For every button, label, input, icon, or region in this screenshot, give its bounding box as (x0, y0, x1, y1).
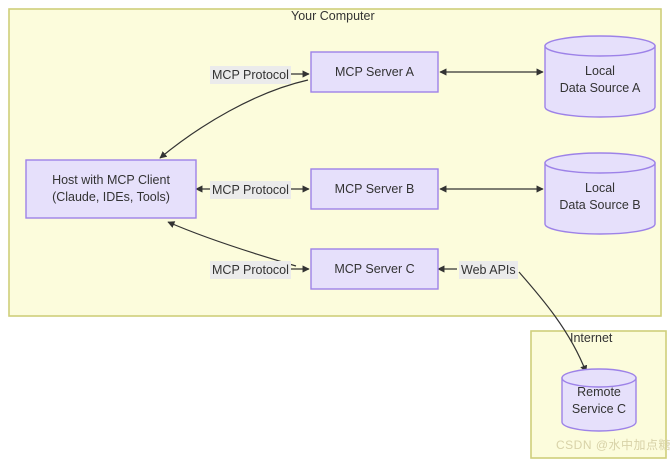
node-local-data-source-a[interactable] (544, 35, 656, 118)
group-title-internet: Internet (570, 331, 613, 345)
edge-server-c-to-remote (518, 271, 588, 373)
node-server-c[interactable] (310, 248, 439, 290)
node-server-b[interactable] (310, 168, 439, 210)
edge-label-server-c-remote: Web APIs (459, 261, 518, 279)
node-host[interactable] (25, 159, 197, 219)
edge-label-host-server-b: MCP Protocol (210, 181, 291, 199)
group-title-your-computer: Your Computer (291, 9, 375, 23)
watermark-text: CSDN @水中加点糖 (556, 438, 670, 452)
node-remote-service-c[interactable] (561, 368, 637, 432)
node-local-data-source-b[interactable] (544, 152, 656, 235)
edge-label-host-server-a: MCP Protocol (210, 66, 291, 84)
edge-label-host-server-c: MCP Protocol (210, 261, 291, 279)
node-server-a[interactable] (310, 51, 439, 93)
edge-server-a-to-host (159, 79, 309, 159)
